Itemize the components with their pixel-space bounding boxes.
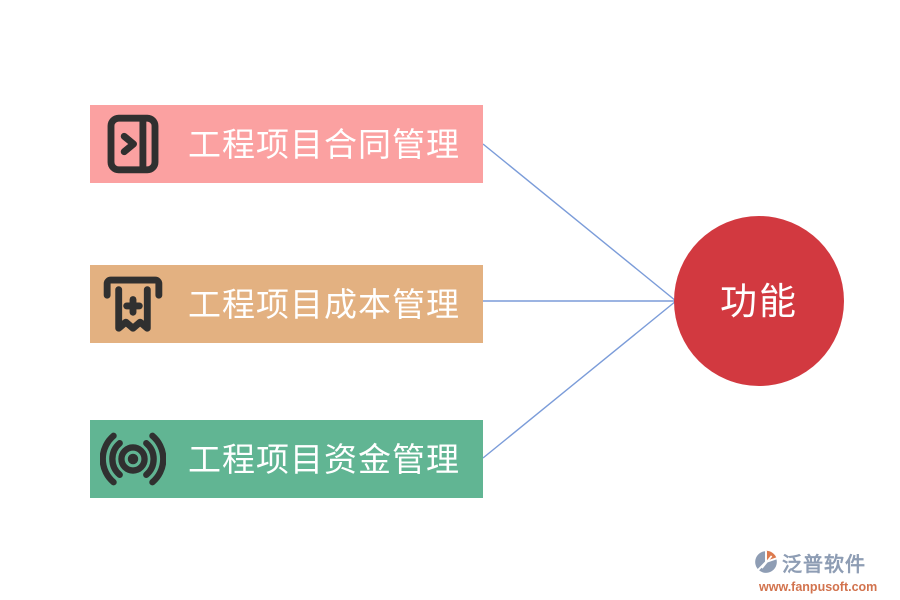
node-contract-management: 工程项目合同管理 (90, 105, 483, 183)
brand-name: 泛普软件 (782, 553, 866, 576)
broadcast-icon (100, 426, 166, 492)
brand-url: www.fanpusoft.com (759, 580, 878, 594)
node-funds-management: 工程项目资金管理 (90, 420, 483, 498)
node-label: 工程项目成本管理 (188, 285, 460, 323)
node-label: 工程项目合同管理 (188, 125, 460, 163)
hub-node-functions: 功能 (674, 216, 844, 386)
hub-label: 功能 (720, 280, 798, 322)
node-label: 工程项目资金管理 (188, 440, 460, 478)
fanpu-logo-icon (753, 549, 779, 580)
node-cost-management: 工程项目成本管理 (90, 265, 483, 343)
brand-watermark: 泛普软件 www.fanpusoft.com (753, 549, 893, 594)
receipt-icon (100, 271, 166, 337)
door-enter-icon (100, 111, 166, 177)
